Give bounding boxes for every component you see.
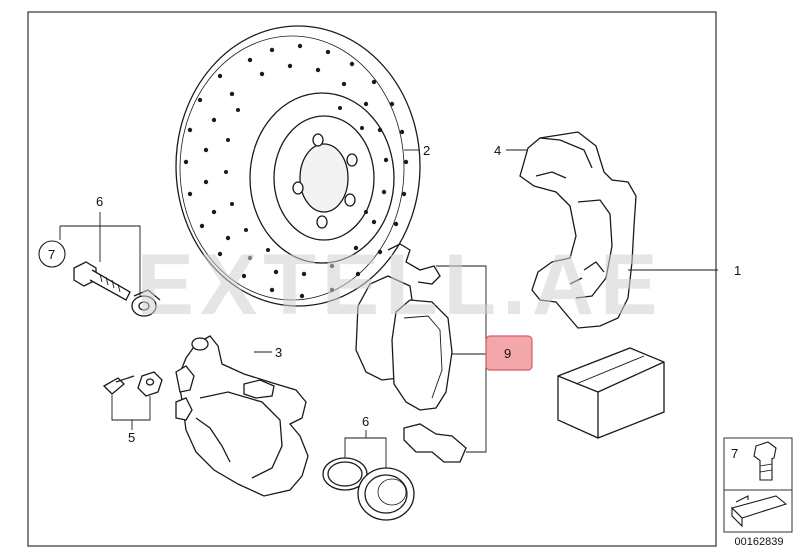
callout-1: 1 xyxy=(734,263,741,278)
callout-7-circle xyxy=(38,240,66,268)
bleeder-screw xyxy=(102,371,163,397)
caliper-housing xyxy=(175,335,309,497)
seal-rings xyxy=(322,457,415,521)
legend-arrow-icon xyxy=(730,495,788,528)
callout-3: 3 xyxy=(275,345,282,360)
leader-lines xyxy=(59,149,718,468)
guide-bolt xyxy=(73,261,161,317)
callout-6-bottom: 6 xyxy=(362,414,369,429)
callout-4: 4 xyxy=(494,143,501,158)
caliper-carrier xyxy=(519,131,637,329)
callout-9[interactable]: 9 xyxy=(504,346,511,361)
repair-kit-box xyxy=(557,347,665,439)
legend-callout-7: 7 xyxy=(731,446,738,461)
callout-2: 2 xyxy=(423,143,430,158)
callout-5: 5 xyxy=(128,430,135,445)
brake-pads xyxy=(355,243,467,463)
document-id: 00162839 xyxy=(734,536,784,548)
callout-7: 7 xyxy=(48,247,55,262)
watermark: EXTELL.AE xyxy=(136,237,663,333)
brake-disc xyxy=(175,25,421,307)
diagram-frame xyxy=(27,11,717,547)
callout-6-top: 6 xyxy=(96,194,103,209)
legend-box: 7 xyxy=(723,437,793,533)
legend-bolt-icon xyxy=(753,441,777,481)
callout-9-highlight[interactable] xyxy=(485,335,533,371)
